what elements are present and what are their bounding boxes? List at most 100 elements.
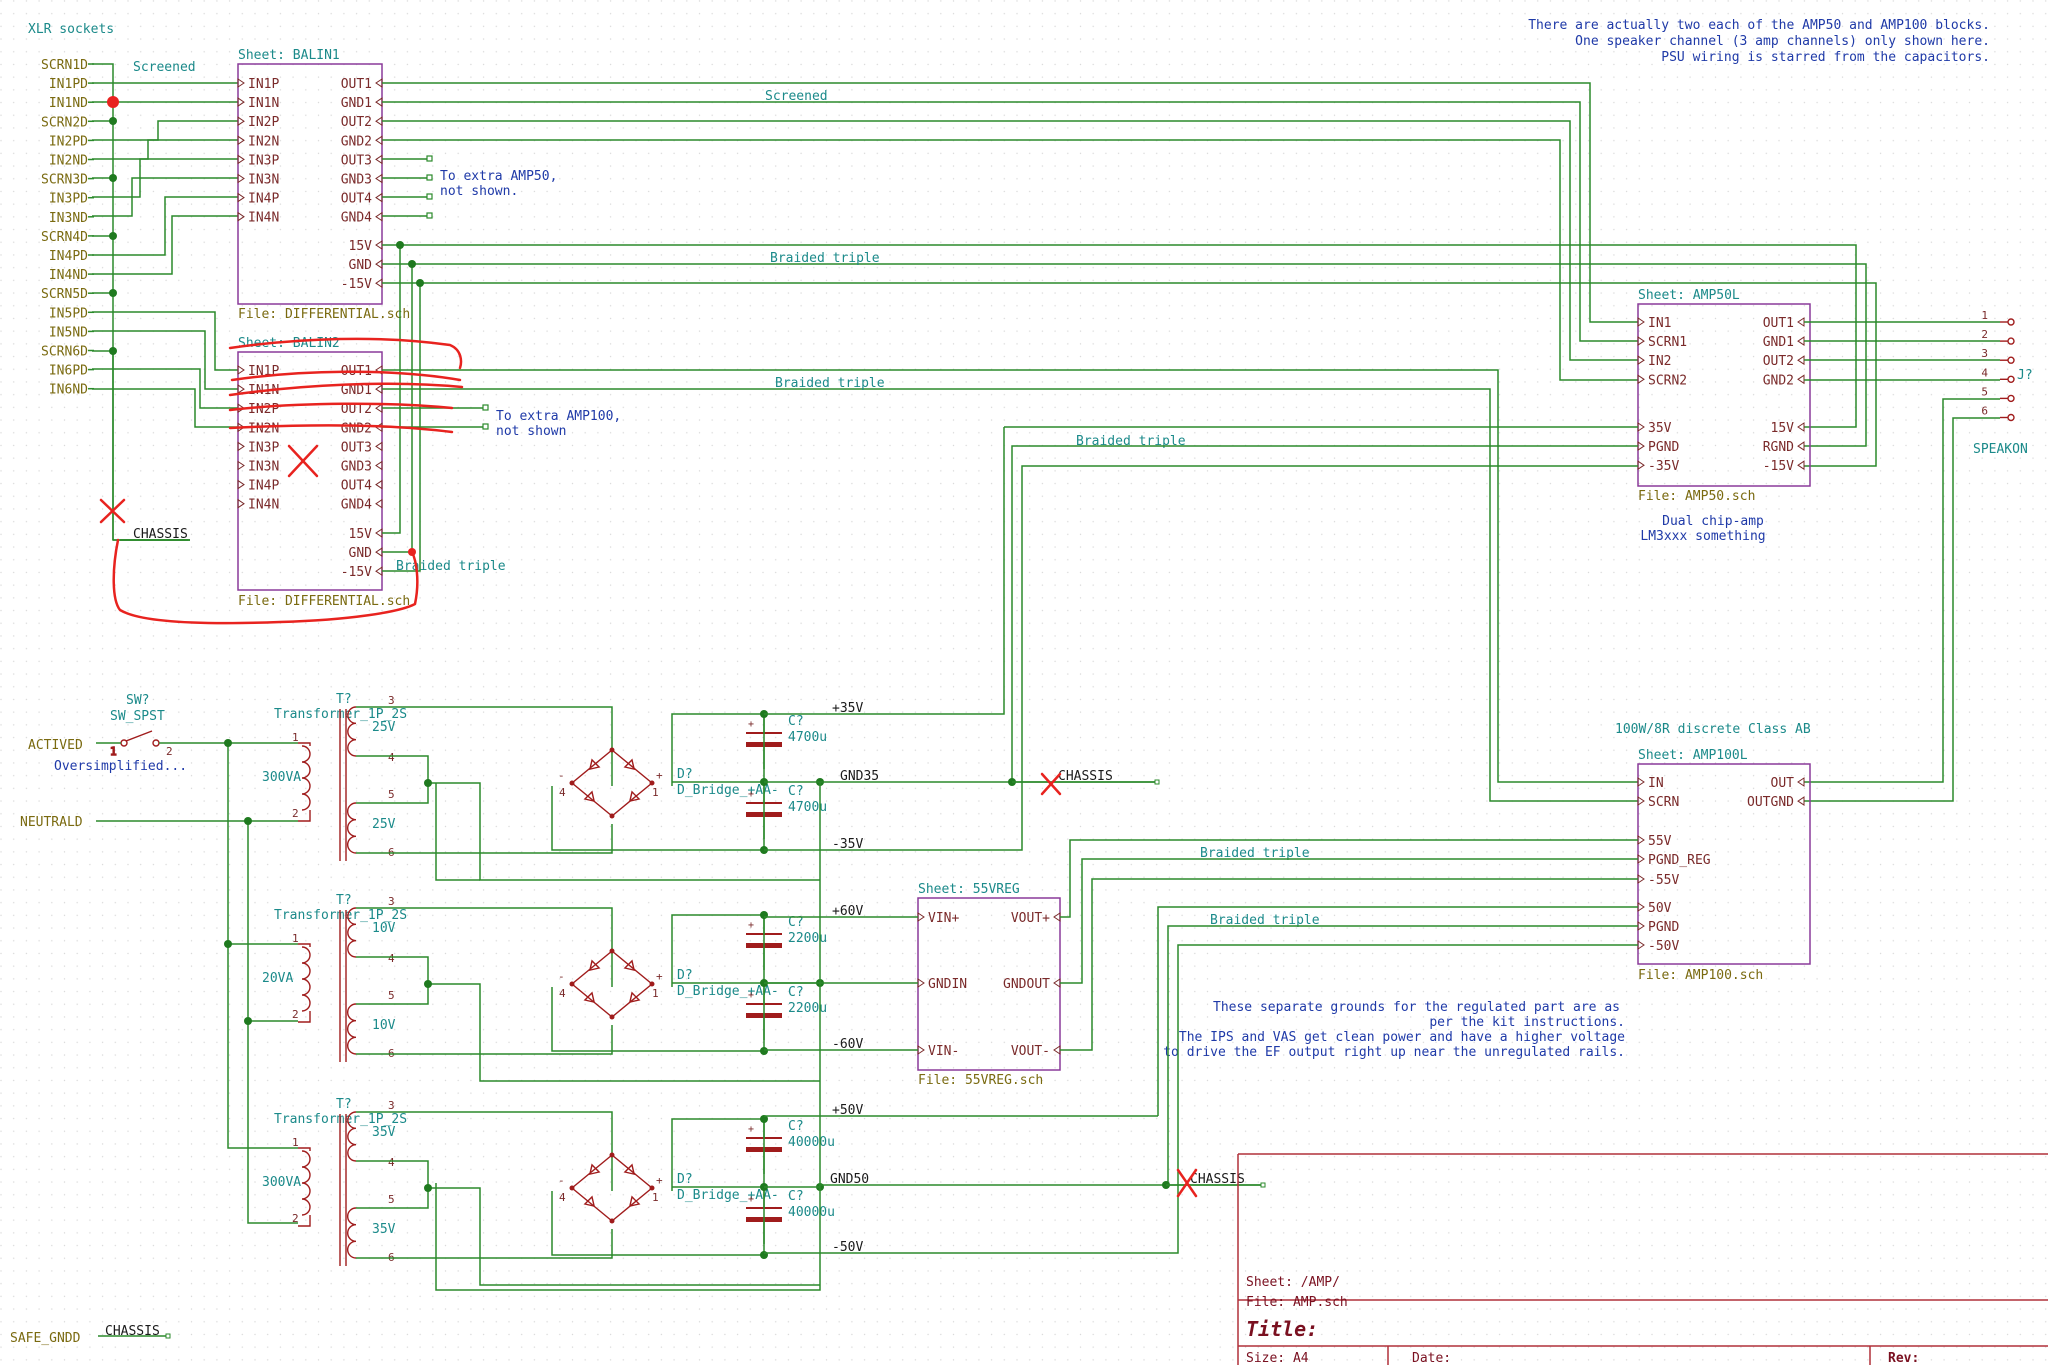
balin1-pin-in4p: IN4P: [248, 192, 279, 207]
balin2-box[interactable]: [237, 351, 383, 591]
amp50-box[interactable]: [1637, 303, 1811, 487]
transformer-3: T?Transformer_1P_2S300VA35V35V123456D?D_…: [262, 1097, 835, 1286]
bridge-pin-4: 4: [559, 987, 566, 1000]
diode-icon: [623, 758, 636, 771]
note-line-1: There are actually two each of the AMP50…: [1528, 18, 1990, 33]
balin1-pin-gnd4: GND4: [341, 211, 372, 226]
note-extra-amp100-1: To extra AMP100,: [496, 409, 621, 424]
transformer-sec-b: 10V: [372, 1018, 396, 1033]
diode-icon: [628, 790, 641, 803]
balin2-file-name: File: DIFFERENTIAL.sch: [238, 594, 410, 609]
psu-wire: [356, 1025, 613, 1055]
cap-ref: C?: [788, 985, 804, 1000]
red-annotations: [99, 337, 1198, 1198]
balin1-pin-out3: OUT3: [341, 153, 372, 168]
rail-plus60-label: +60V: [832, 904, 863, 919]
psu-wire: [356, 824, 613, 854]
psu-wire: [356, 755, 429, 783]
sheet-pin-marker: [1637, 336, 1645, 347]
amp100-caption: 100W/8R discrete Class AB: [1615, 722, 1811, 737]
bridge-pin-1: 1: [652, 987, 659, 1000]
bridge-name: D_Bridge_+AA-: [677, 984, 779, 999]
psu-wire: [428, 1187, 820, 1286]
bridge-name: D_Bridge_+AA-: [677, 1188, 779, 1203]
amp100-pin-2: 55V: [1648, 834, 1672, 849]
cap-plus: +: [748, 990, 754, 1001]
balin2-pin-in3n: IN3N: [248, 460, 279, 475]
tb-rev: Rev:: [1888, 1351, 1919, 1365]
rail-minus60-label: -60V: [832, 1037, 863, 1052]
transformer-pin-3: 3: [388, 1099, 395, 1112]
sheet-pin-marker: [237, 154, 245, 165]
wire-label-screened-3: Braided triple: [775, 376, 885, 391]
note-extra-amp50: To extra AMP50, not shown.: [440, 169, 557, 199]
psu-wire: [356, 706, 613, 786]
balin1-pin-in2n: IN2N: [248, 134, 279, 149]
wire-label-braided-4: Braided triple: [1200, 846, 1310, 861]
diode-icon: [583, 1195, 596, 1208]
balin1-box[interactable]: [237, 63, 383, 305]
psu-wire: [551, 1191, 764, 1256]
amp100-pin-4: -55V: [1648, 873, 1679, 888]
speakon-pin-circle: [2007, 413, 2015, 422]
sheet-pin-marker: [237, 441, 245, 452]
speakon-pin-circle: [2007, 356, 2015, 364]
switch-note: Oversimplified...: [54, 759, 187, 774]
amp100-pin-5: 50V: [1648, 901, 1672, 916]
sheet-pin-marker: [1637, 777, 1645, 787]
speakon-pin-4: 4: [1981, 366, 1988, 379]
amp50-sheet[interactable]: Sheet: AMP50L File: AMP50.sch IN1SCRN1IN…: [1637, 288, 1811, 504]
amp50-sheet-name: Sheet: AMP50L: [1638, 288, 1740, 303]
psu-wire: [356, 1160, 429, 1188]
amp100-sheet[interactable]: Sheet: AMP100L File: AMP100.sch INSCRN55…: [1637, 748, 1811, 983]
balin2-pin-out2: OUT2: [341, 402, 372, 417]
balin2-power-pin-2: -15V: [341, 565, 372, 580]
note-reg-1: These separate grounds for the regulated…: [1213, 1000, 1620, 1015]
amp100-pin-0: IN: [1648, 776, 1664, 791]
wire-label-screened-2: Screened: [765, 89, 828, 104]
amp100-box[interactable]: [1637, 763, 1811, 965]
sheet-pin-marker: [237, 173, 245, 184]
amp100-sheet-name: Sheet: AMP100L: [1638, 748, 1748, 763]
secondary-coil: [347, 907, 357, 958]
mains-junctions: [224, 739, 252, 1025]
mains-switch[interactable]: SW? SW_SPST Oversimplified... 1 2: [54, 693, 187, 774]
speakon-pin-2: 2: [1981, 328, 1988, 341]
reg55-file-name: File: 55VREG.sch: [918, 1073, 1043, 1088]
transformer-pin-5: 5: [388, 989, 395, 1002]
tb-size: Size: A4: [1246, 1351, 1309, 1365]
psu-wire: [356, 1111, 613, 1191]
sheet-pin-marker: [375, 460, 383, 471]
reg55-pin-in-2: VIN-: [928, 1044, 959, 1059]
sheet-pin-marker: [1637, 355, 1645, 366]
transformer-pin-5: 5: [388, 1193, 395, 1206]
rail-minus35-label: -35V: [832, 837, 863, 852]
sheet-pin-marker: [237, 135, 245, 146]
sheet-pin-marker: [237, 479, 245, 490]
xlr-label-in5pd: IN5PD: [49, 306, 88, 321]
amp100-pin-1: SCRN: [1648, 795, 1679, 810]
transformer-va: 300VA: [262, 770, 301, 785]
transformer-ref: T?: [336, 1097, 352, 1112]
power-supply: T?Transformer_1P_2S300VA25V25V123456D?D_…: [262, 692, 835, 1291]
balin1-power-pin-0: 15V: [349, 239, 373, 254]
transformer-pin-1: 1: [292, 1136, 299, 1149]
xlr-label-in3nd: IN3ND: [49, 211, 88, 226]
balin1-pin-in1n: IN1N: [248, 96, 279, 111]
balin2-pin-in3p: IN3P: [248, 440, 279, 455]
sheet-pin-marker: [1637, 796, 1645, 806]
ground-loop-2: [435, 783, 480, 881]
secondary-coil: [347, 706, 357, 757]
psu-wire: [356, 907, 613, 987]
xlr-label-in5nd: IN5ND: [49, 325, 88, 340]
psu-wire: [671, 713, 764, 786]
amp100-pin-3: PGND_REG: [1648, 853, 1711, 868]
diode-icon: [588, 758, 601, 771]
amp50-pin-in2: IN2: [1648, 354, 1671, 369]
reg55-sheet[interactable]: Sheet: 55VREG File: 55VREG.sch VIN+GNDIN…: [917, 882, 1061, 1088]
chassis-label-50: CHASSIS: [1190, 1172, 1245, 1187]
balin2-pin-out4: OUT4: [341, 479, 372, 494]
sheet-pin-marker: [1637, 317, 1645, 327]
